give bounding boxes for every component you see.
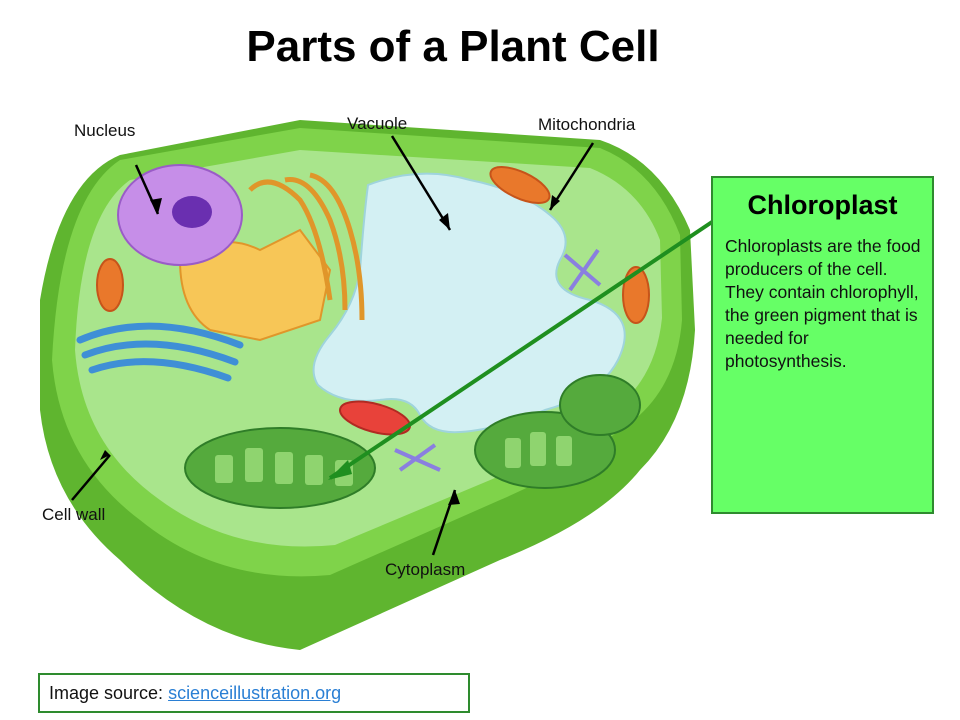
page-title: Parts of a Plant Cell [246,22,660,71]
source-link[interactable]: scienceillustration.org [168,683,342,703]
label-nucleus: Nucleus [74,121,136,140]
label-cell-wall: Cell wall [42,505,106,524]
infobox-heading: Chloroplast [747,190,898,220]
cytoskeleton [394,248,602,472]
label-arrows [71,135,595,556]
label-vacuole: Vacuole [347,114,408,133]
image-source-caption: Image source: scienceillustration.org [38,673,470,713]
arrow-heads [100,195,560,505]
chloroplast-pointer-head [328,460,352,480]
infobox-body: Chloroplasts are the food producers of t… [725,236,921,371]
source-prefix: Image source: [49,683,169,703]
label-mitochondria: Mitochondria [538,115,636,134]
golgi-apparatus [76,322,244,382]
thylakoid-stacks [215,432,572,486]
mitochondria-group [96,166,650,436]
label-cytoplasm: Cytoplasm [385,560,466,579]
chloroplast-pointer [328,220,714,480]
nucleolus [172,196,212,228]
chloroplast-infobox: Chloroplast Chloroplasts are the food pr… [711,176,934,514]
